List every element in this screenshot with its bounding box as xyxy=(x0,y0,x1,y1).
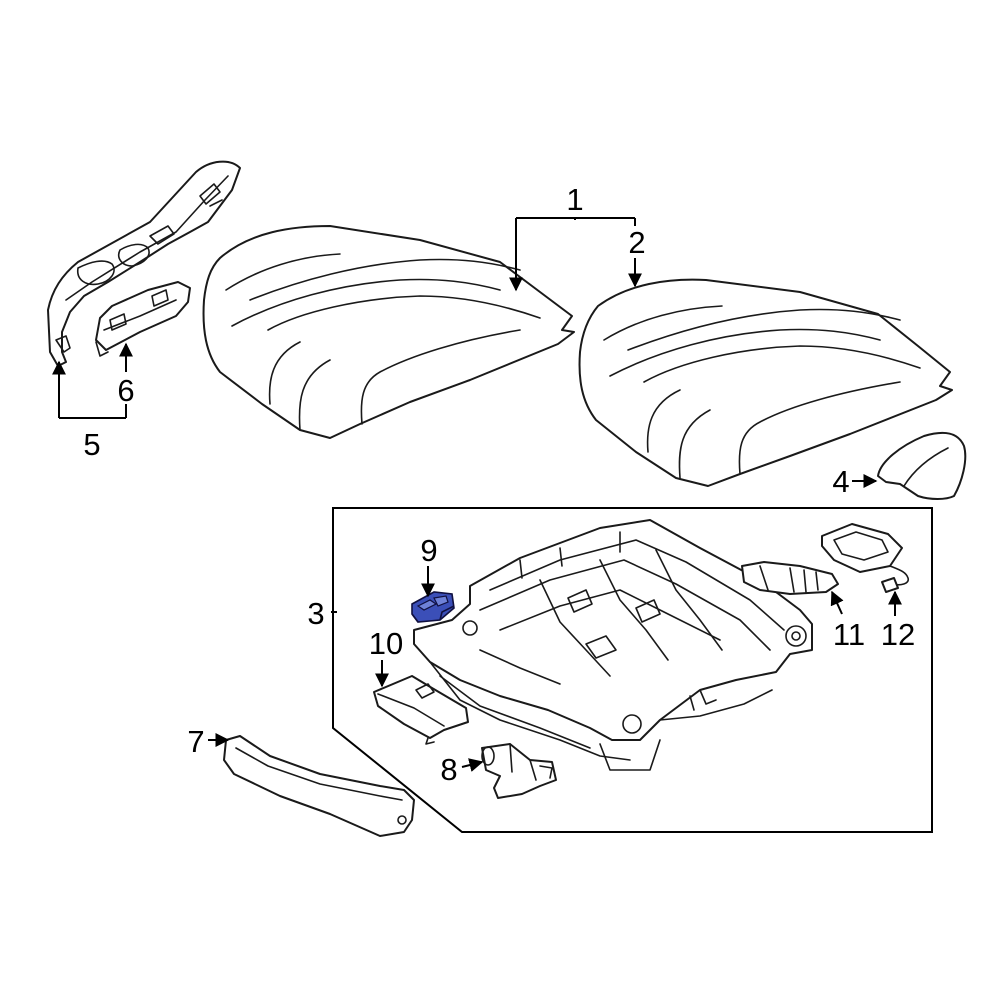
part-5-side-shield[interactable] xyxy=(47,160,241,367)
frame-box-border xyxy=(332,507,933,833)
part-6-switch[interactable] xyxy=(95,281,191,357)
part-11-lumbar-motor[interactable] xyxy=(741,561,839,595)
callout-10: 10 xyxy=(369,626,403,661)
callout-3: 3 xyxy=(307,596,324,631)
callout-2: 2 xyxy=(628,225,645,260)
part-10-control-module[interactable] xyxy=(373,675,469,745)
part-8-motor[interactable] xyxy=(481,743,557,799)
part-1-seat-cushion[interactable] xyxy=(202,225,575,439)
callout-7: 7 xyxy=(187,724,204,759)
callout-8: 8 xyxy=(440,752,457,787)
part-12-module-harness[interactable] xyxy=(821,523,910,593)
callout-11: 11 xyxy=(833,617,865,652)
leader-lines xyxy=(52,217,902,772)
callout-12: 12 xyxy=(881,617,915,652)
callout-6: 6 xyxy=(117,373,134,408)
callout-1: 1 xyxy=(566,182,583,217)
callout-labels: 1 2 3 4 5 6 7 8 9 10 11 12 xyxy=(83,182,915,787)
part-7-trim-panel[interactable] xyxy=(223,735,415,837)
part-2-seat-cushion[interactable] xyxy=(578,278,953,487)
callout-9: 9 xyxy=(420,533,437,568)
part-3-seat-frame[interactable] xyxy=(413,519,813,771)
part-9-switch-highlighted[interactable] xyxy=(411,591,455,623)
callout-4: 4 xyxy=(832,464,849,499)
callout-5: 5 xyxy=(83,427,100,462)
part-4-side-cover[interactable] xyxy=(877,431,967,500)
